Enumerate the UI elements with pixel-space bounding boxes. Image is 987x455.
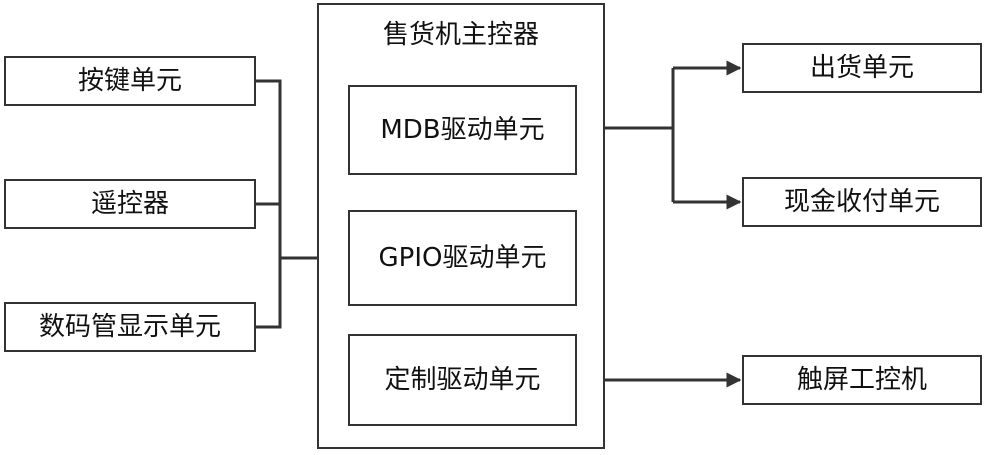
mdb-driver-box: MDB驱动单元 [348, 85, 577, 175]
dispense-unit-box: 出货单元 [742, 43, 982, 93]
line-keys-to-bus [256, 79, 282, 258]
touch-industrial-pc-box: 触屏工控机 [742, 355, 982, 405]
digital-display-box: 数码管显示单元 [4, 302, 256, 352]
custom-driver-box: 定制驱动单元 [348, 334, 577, 426]
line-display-to-bus [256, 258, 282, 329]
controller-title: 售货机主控器 [382, 20, 539, 50]
remote-control-box: 遥控器 [4, 179, 256, 229]
gpio-driver-box: GPIO驱动单元 [348, 210, 577, 306]
keys-unit-box: 按键单元 [4, 56, 256, 106]
cash-payment-box: 现金收付单元 [742, 177, 982, 227]
